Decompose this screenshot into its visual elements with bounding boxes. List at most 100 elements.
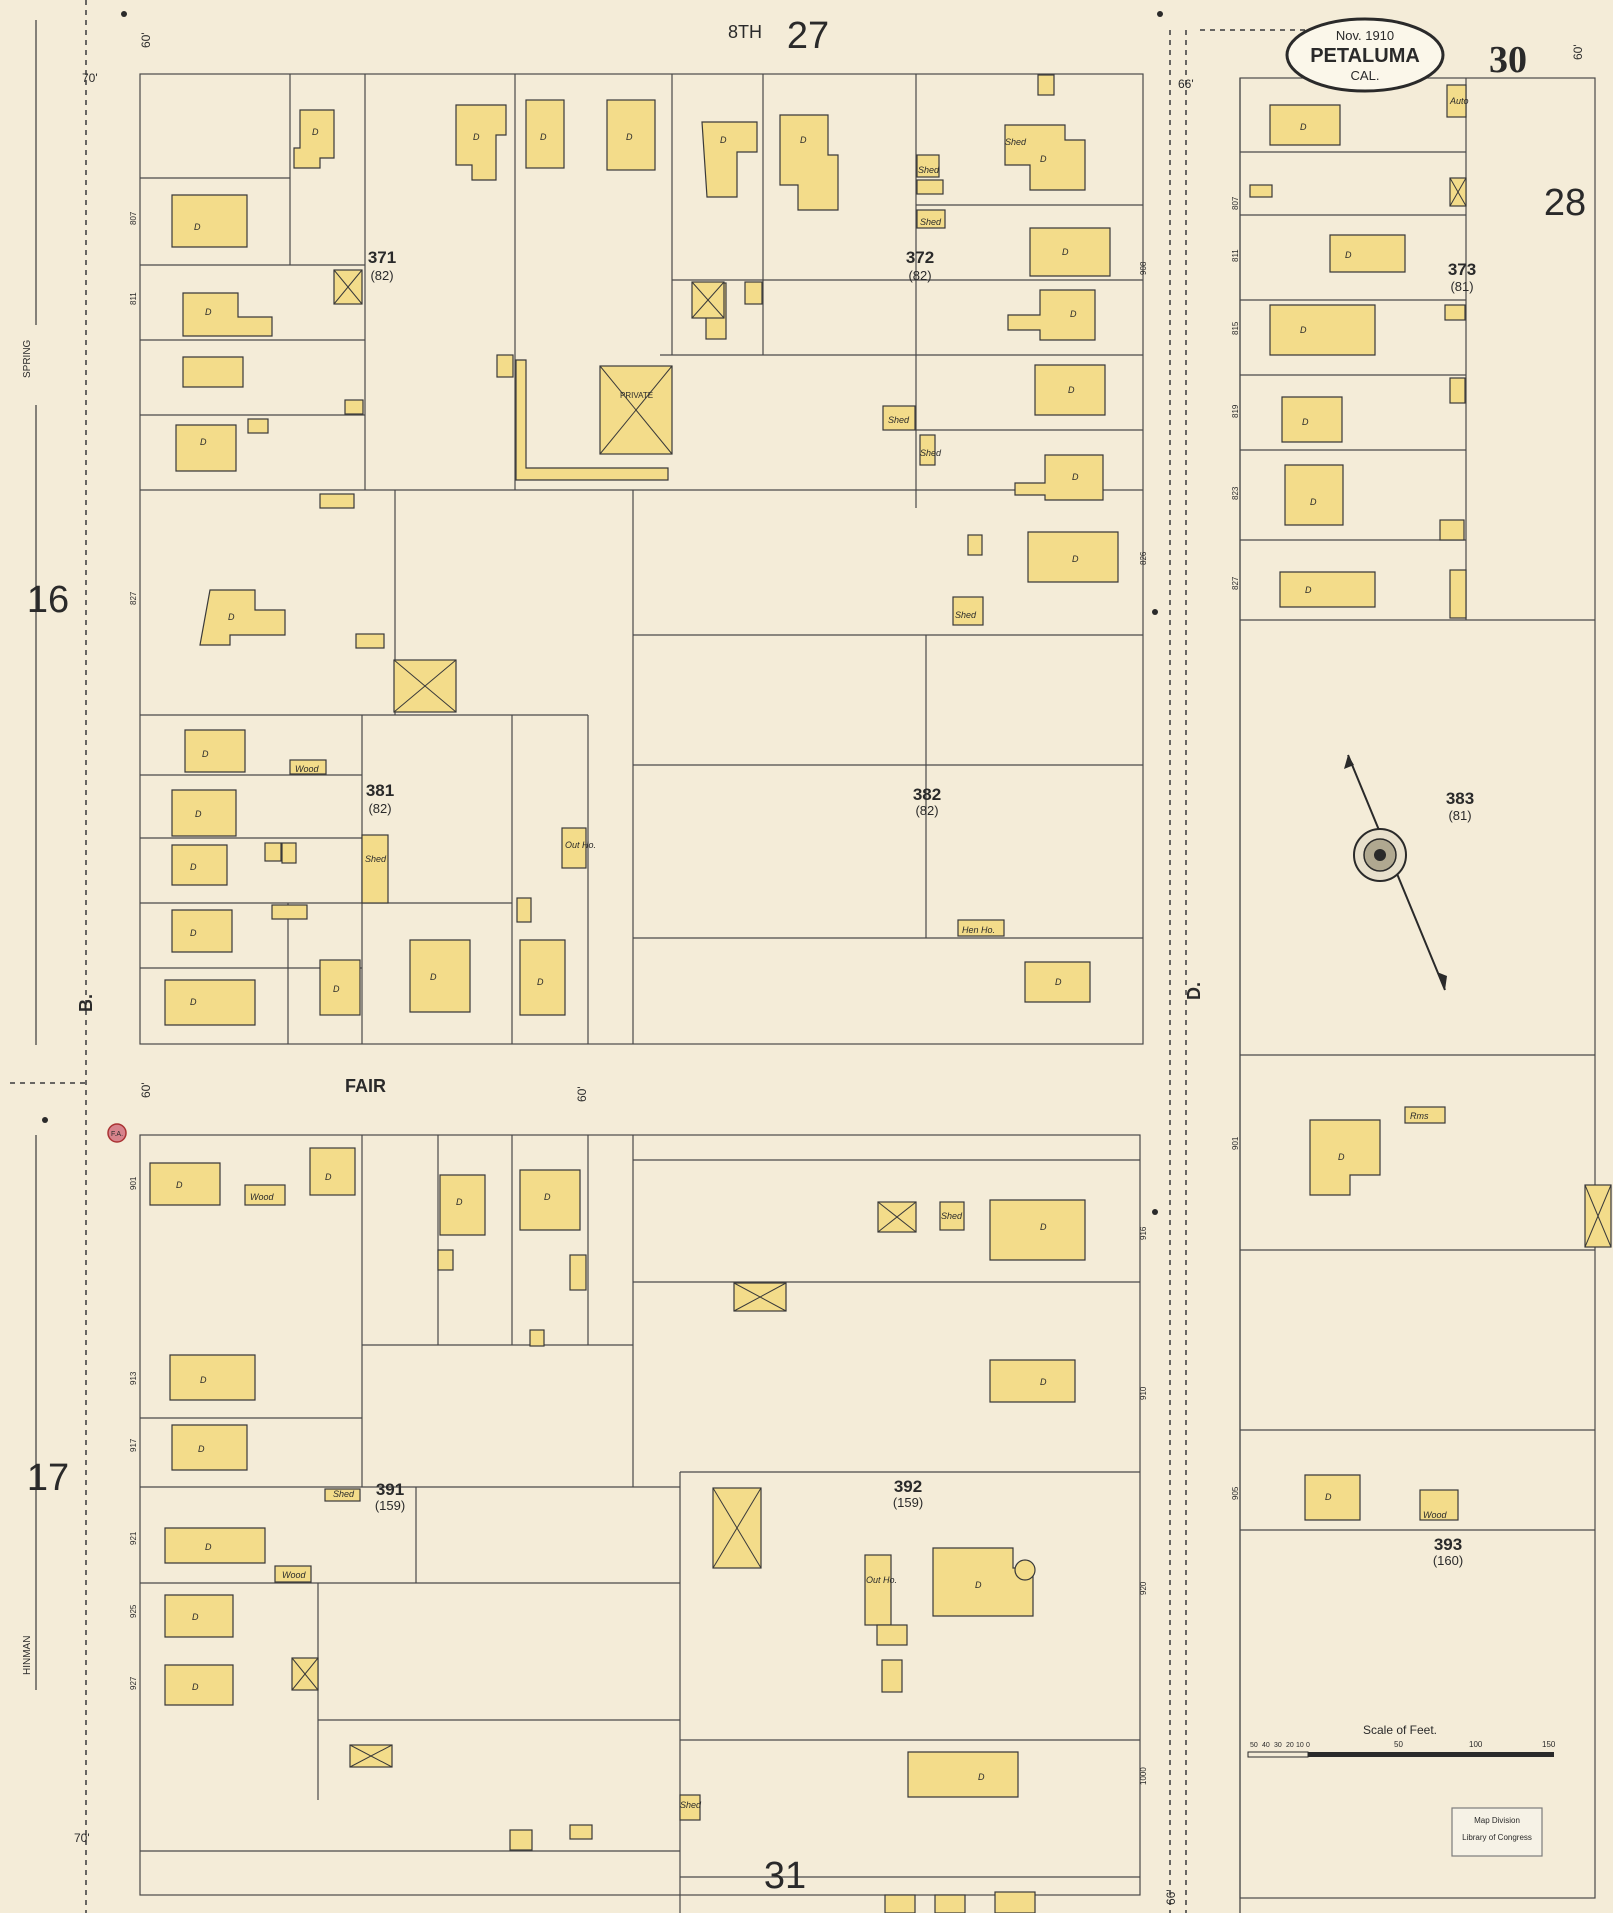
- dwelling-label: D: [975, 1580, 982, 1590]
- dwelling-label: D: [1040, 1377, 1047, 1387]
- shed-label: Shed: [920, 448, 942, 458]
- street-width: 60': [139, 1082, 153, 1098]
- dwelling-label: D: [192, 1612, 199, 1622]
- block-number: 391: [376, 1480, 404, 1499]
- address-number: 917: [129, 1438, 138, 1452]
- title-cartouche: Nov. 1910 PETALUMA CAL.: [1285, 17, 1445, 93]
- address-number: 826: [1139, 551, 1148, 565]
- dwelling-label: D: [1072, 554, 1079, 564]
- dwelling-label: D: [978, 1772, 985, 1782]
- shed-label: Shed: [1005, 137, 1027, 147]
- building-labels: PRIVATE D D D D D D D D D D D D D D D D …: [176, 96, 1469, 1810]
- block-numbers: 371 (82) 372 (82) 373 (81) 381 (82) 382 …: [366, 248, 1476, 1568]
- address-number: 823: [1231, 486, 1240, 500]
- dwelling-label: D: [1040, 154, 1047, 164]
- adjacent-sheet-top: 27: [787, 15, 829, 57]
- dwelling-label: D: [540, 132, 547, 142]
- block-number: 392: [894, 1477, 922, 1496]
- dwelling-label: D: [200, 437, 207, 447]
- block-subnumber: (82): [915, 803, 938, 818]
- dwelling-label: D: [333, 984, 340, 994]
- block-number: 383: [1446, 789, 1474, 808]
- stamp-line-1: Map Division: [1474, 1816, 1520, 1825]
- dwelling-label: D: [1055, 977, 1062, 987]
- dwelling-label: D: [473, 132, 480, 142]
- rms-label: Rms: [1410, 1111, 1429, 1121]
- scale-title: Scale of Feet.: [1363, 1723, 1437, 1737]
- dwelling-label: D: [1305, 585, 1312, 595]
- cartouche-city: PETALUMA: [1310, 45, 1420, 67]
- wood-label: Wood: [250, 1192, 275, 1202]
- cartouche-state: CAL.: [1351, 68, 1380, 83]
- dwelling-label: D: [1325, 1492, 1332, 1502]
- dwelling-label: D: [720, 135, 727, 145]
- block-subnumber: (159): [893, 1495, 923, 1510]
- scale-tick: 10: [1296, 1742, 1304, 1749]
- dwelling-label: D: [312, 127, 319, 137]
- address-number: 827: [1231, 576, 1240, 590]
- dwelling-label: D: [202, 749, 209, 759]
- sheet-number: 30: [1489, 39, 1527, 81]
- dwelling-label: D: [800, 135, 807, 145]
- address-number: 921: [129, 1531, 138, 1545]
- dwelling-label: D: [205, 1542, 212, 1552]
- shed-label: Shed: [918, 165, 940, 175]
- adjacent-sheet-left-lower: 17: [27, 1457, 69, 1499]
- block-number: 381: [366, 781, 394, 800]
- block-subnumber: (159): [375, 1498, 405, 1513]
- block-number: 382: [913, 785, 941, 804]
- fire-alarm-label: F.A.: [111, 1131, 123, 1138]
- dwelling-label: D: [195, 809, 202, 819]
- scale-tick: 100: [1469, 1740, 1483, 1749]
- block-subnumber: (82): [368, 801, 391, 816]
- block-number: 393: [1434, 1535, 1462, 1554]
- scale-tick: 50: [1250, 1742, 1258, 1749]
- hen-house-label: Hen Ho.: [962, 925, 995, 935]
- adjacent-sheet-bottom: 31: [764, 1855, 806, 1897]
- scale-tick: 30: [1274, 1742, 1282, 1749]
- dwelling-label: D: [194, 222, 201, 232]
- dwelling-label: D: [1310, 497, 1317, 507]
- wood-label: Wood: [1423, 1510, 1448, 1520]
- address-number: 1000: [1139, 1767, 1148, 1785]
- fire-alarm-marker: F.A.: [107, 1123, 127, 1143]
- dwelling-label: D: [1302, 417, 1309, 427]
- address-number: 927: [129, 1676, 138, 1690]
- street-width: 60': [575, 1086, 589, 1102]
- dwelling-label: D: [1072, 472, 1079, 482]
- street-widths: 70' 60' 66' 60' 60' 60' 70' 66': [74, 32, 1585, 1905]
- wood-label: Wood: [282, 1570, 307, 1580]
- dwelling-label: D: [456, 1197, 463, 1207]
- out-house-label: Out Ho.: [866, 1575, 897, 1585]
- dwelling-label: D: [228, 612, 235, 622]
- block-subnumber: (160): [1433, 1553, 1463, 1568]
- address-number: 910: [1139, 1386, 1148, 1400]
- street-width: 66': [1164, 1889, 1178, 1905]
- scale-tick: 0: [1306, 1742, 1310, 1749]
- dwelling-label: D: [537, 977, 544, 987]
- scale-tick: 50: [1394, 1740, 1403, 1749]
- block-subnumber: (81): [1450, 279, 1473, 294]
- dwelling-label: D: [1062, 247, 1069, 257]
- street-label-hinman: HINMAN: [22, 1636, 33, 1675]
- shed-label: Shed: [365, 854, 387, 864]
- dwelling-label: D: [430, 972, 437, 982]
- address-number: 807: [1231, 196, 1240, 210]
- block-number: 372: [906, 248, 934, 267]
- private-label: PRIVATE: [620, 391, 653, 400]
- shed-label: Shed: [680, 1800, 702, 1810]
- out-house-label: Out Ho.: [565, 840, 596, 850]
- scale-tick: 20: [1286, 1742, 1294, 1749]
- address-numbers: 807 811 807 811 815 819 823 827 827 901 …: [129, 196, 1240, 1785]
- x-marks: [291, 177, 1612, 1768]
- shed-label: Shed: [941, 1211, 963, 1221]
- auto-label: Auto: [1449, 96, 1469, 106]
- address-number: 811: [129, 292, 138, 305]
- street-width: 60': [1571, 44, 1585, 60]
- cartouche-date: Nov. 1910: [1336, 28, 1394, 43]
- dwelling-label: D: [544, 1192, 551, 1202]
- dwelling-label: D: [205, 307, 212, 317]
- street-width: 70': [82, 71, 98, 85]
- dwelling-label: D: [1040, 1222, 1047, 1232]
